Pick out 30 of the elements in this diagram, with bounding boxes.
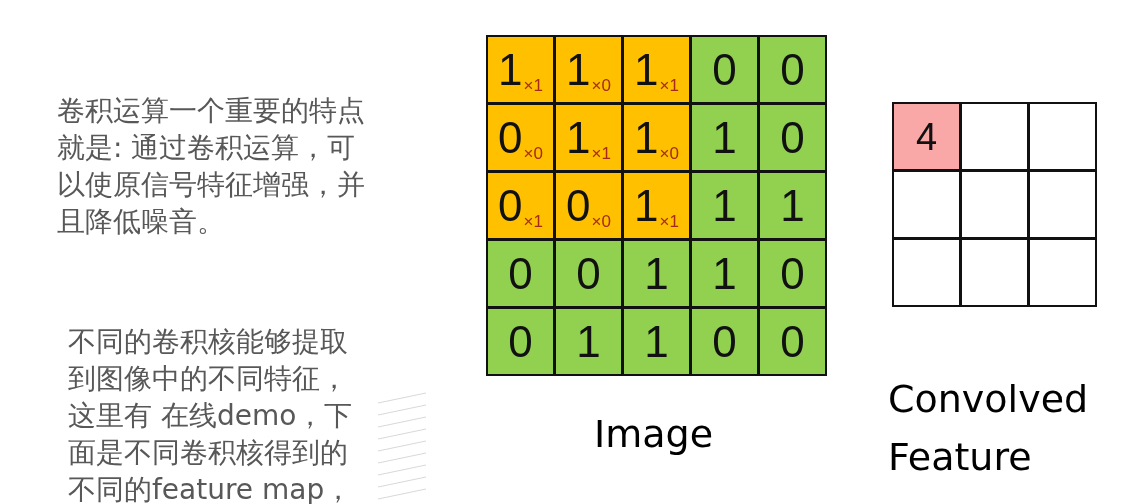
pixel-cell: 1	[624, 309, 689, 374]
pixel-cell: 1	[692, 105, 757, 170]
pixel-cell: 0	[760, 241, 825, 306]
pixel-cell: 1$_{×1}$	[556, 105, 621, 170]
pixel-cell: 1	[692, 241, 757, 306]
pixel-cell: 0	[556, 241, 621, 306]
pixel-cell: 1	[760, 173, 825, 238]
pixel-cell: 1$_{×1}$	[488, 37, 553, 102]
pixel-cell: 0$_{×0}$	[488, 105, 553, 170]
pixel-cell: 0	[488, 309, 553, 374]
pixel-cell: 0	[760, 37, 825, 102]
pixel-cell: 1	[624, 241, 689, 306]
pixel-cell: 1$_{×1}$	[624, 37, 689, 102]
caption: Image	[594, 411, 713, 458]
pixel-cell: 1$_{×0}$	[556, 37, 621, 102]
pixel-cell: 1	[692, 173, 757, 238]
pixel-cell: 0	[488, 241, 553, 306]
pixel-cell: 1	[556, 309, 621, 374]
paragraph: 卷积运算一个重要的特点就是: 通过卷积运算，可以使原信号特征增强，并且降低噪音。	[57, 93, 366, 240]
pixel-cell: 1$_{×0}$	[624, 105, 689, 170]
pixel-cell: 0	[692, 37, 757, 102]
pixel-cell: 0$_{×0}$	[556, 173, 621, 238]
pixel-cell: 0	[760, 105, 825, 170]
pixel-cell: 0$_{×1}$	[488, 173, 553, 238]
output-cell: 4	[894, 104, 959, 169]
paragraph: 不同的卷积核能够提取到图像中的不同特征，这里有 在线demo，下面是不同卷积核得到的不同的feature map，	[68, 324, 354, 504]
pixel-cell: 0	[692, 309, 757, 374]
caption: Convolved Feature	[888, 376, 1090, 481]
pixel-cell: 1$_{×1}$	[624, 173, 689, 238]
pixel-cell: 0	[760, 309, 825, 374]
